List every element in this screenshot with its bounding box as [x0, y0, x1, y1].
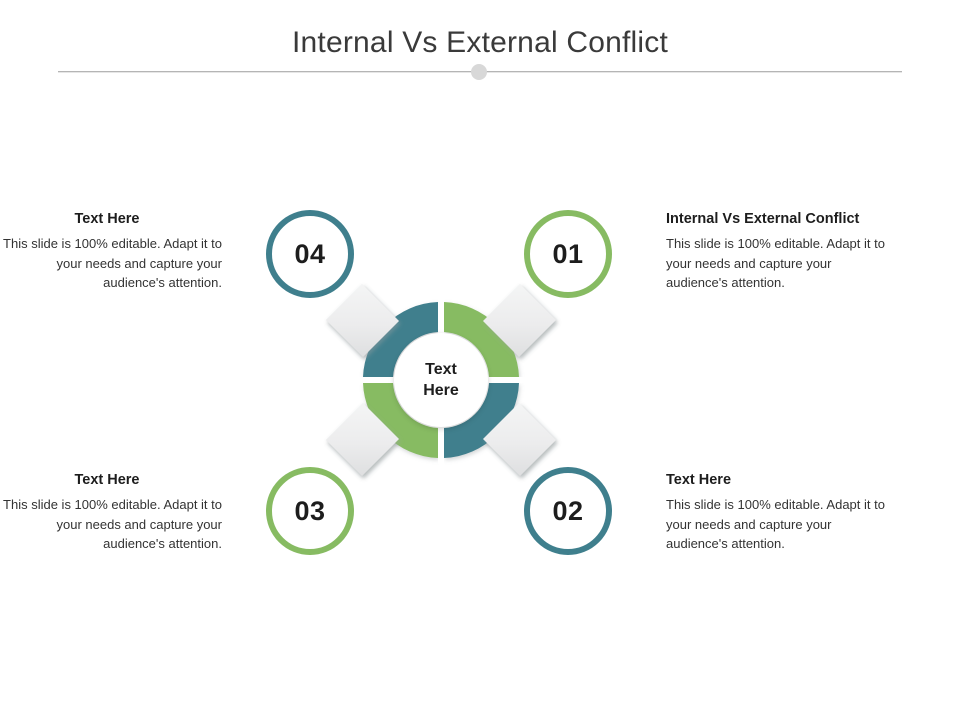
hub-label-line1: Text [425, 361, 457, 378]
title-block: Internal Vs External Conflict [0, 24, 960, 62]
number-circle-02[interactable]: 02 [524, 467, 612, 555]
ribbon-02 [483, 403, 556, 476]
number-circle-02-label: 02 [552, 495, 584, 526]
quadrant-arrowheads [487, 306, 508, 348]
text-block-03-heading: Text Here [74, 472, 140, 488]
text-block-01-body: This slide is 100% editable. Adapt it to… [666, 236, 885, 290]
text-block-02-heading: Text Here [666, 472, 732, 488]
page-title: Internal Vs External Conflict [292, 26, 668, 59]
ribbon-01 [483, 284, 556, 357]
title-divider-dot [471, 64, 487, 80]
text-block-03-body: This slide is 100% editable. Adapt it to… [3, 497, 222, 551]
hub-label-line2: Here [423, 382, 459, 399]
number-circle-01[interactable]: 01 [524, 210, 612, 298]
ribbon-02-tip [483, 403, 556, 476]
text-block-04: Text Here This slide is 100% editable. A… [0, 209, 222, 293]
number-circle-04[interactable]: 04 [266, 210, 354, 298]
text-block-01-heading: Internal Vs External Conflict [666, 211, 860, 227]
number-circle-04-label: 04 [294, 238, 326, 269]
text-block-04-body: This slide is 100% editable. Adapt it to… [3, 236, 222, 290]
text-block-03: Text Here This slide is 100% editable. A… [0, 470, 222, 554]
text-block-02-body: This slide is 100% editable. Adapt it to… [666, 497, 885, 551]
number-circle-01-label: 01 [552, 238, 584, 269]
number-circle-03[interactable]: 03 [266, 467, 354, 555]
ribbon-04 [326, 284, 399, 357]
text-block-01: Internal Vs External Conflict This slide… [666, 209, 896, 293]
ribbon-03 [326, 403, 399, 476]
ribbon-01-tip [483, 284, 556, 357]
text-block-02: Text Here This slide is 100% editable. A… [666, 470, 896, 554]
ribbon-03-tip [326, 403, 399, 476]
ribbon-04-tip [326, 284, 399, 357]
center-hub[interactable]: Text Here [394, 333, 488, 427]
text-block-04-heading: Text Here [74, 211, 140, 227]
number-circle-03-label: 03 [294, 495, 326, 526]
